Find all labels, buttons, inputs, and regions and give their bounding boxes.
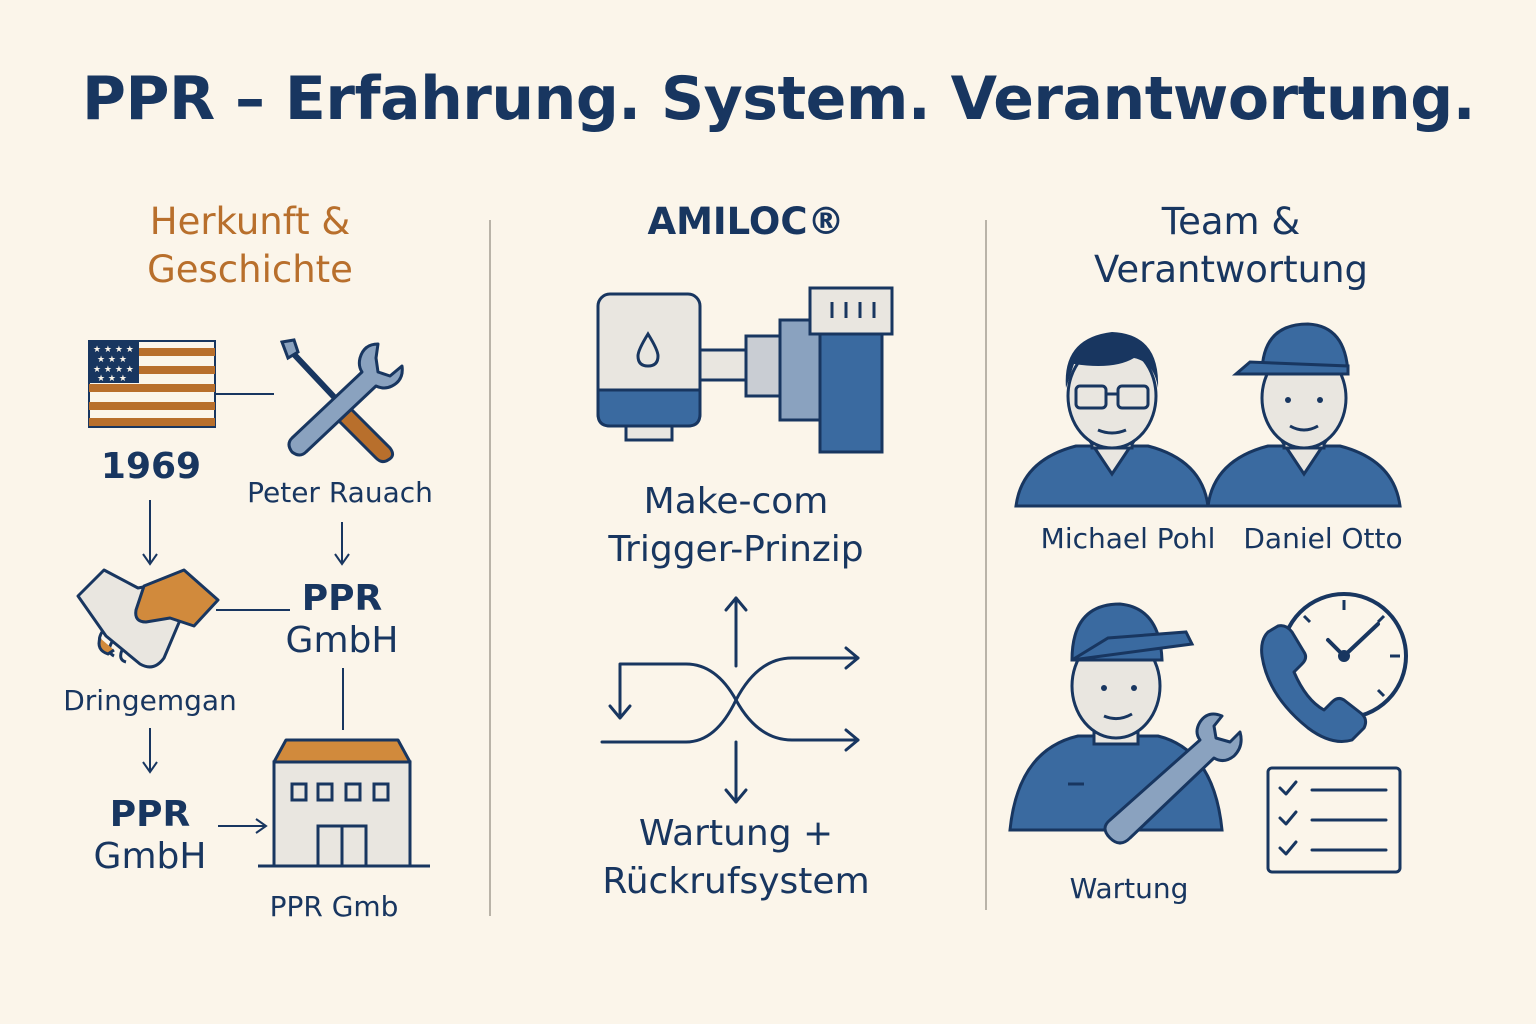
trigger-flow-icon (600, 596, 860, 804)
system-line2: Rückrufsystem (602, 861, 870, 902)
founder-label: Peter Rauach (247, 476, 433, 509)
building-icon (258, 738, 430, 868)
page-title: PPR – Erfahrung. System. Verantwortung. (82, 64, 1476, 134)
handshake-connector-line (216, 609, 290, 611)
svg-text:★ ★ ★: ★ ★ ★ (97, 355, 127, 365)
right-heading-line1: Team & (1161, 200, 1301, 243)
svg-text:★ ★ ★: ★ ★ ★ (97, 374, 127, 384)
ppr-right-line2: GmbH (285, 620, 399, 661)
principle-line2: Trigger-Prinzip (608, 529, 864, 570)
right-heading-line2: Verantwortung (1093, 248, 1369, 291)
arrow-down-1969 (142, 500, 158, 566)
column-divider-left (489, 220, 491, 916)
person-cap-avatar (1206, 322, 1402, 508)
person1-name: Michael Pohl (1040, 522, 1216, 555)
ppr-building-connector (342, 668, 344, 730)
arrow-down-handshake (142, 728, 158, 774)
year-label: 1969 (100, 446, 202, 487)
checklist-icon (1266, 766, 1402, 874)
svg-text:★ ★ ★ ★: ★ ★ ★ ★ (93, 345, 134, 355)
ppr-gmbh-left: PPR GmbH (90, 794, 210, 878)
handshake-icon (76, 568, 220, 669)
system-line1: Wartung + (638, 813, 834, 854)
us-flag-icon: ★ ★ ★ ★ ★ ★ ★ ★ ★ ★ ★ ★ ★ ★ (88, 340, 216, 428)
arrow-right-building (218, 818, 268, 834)
flag-connector-line (216, 393, 274, 395)
maintenance-system-label: Wartung + Rückrufsystem (586, 810, 886, 906)
building-label: PPR Gmb (269, 890, 399, 923)
trigger-principle-label: Make-com Trigger-Prinzip (586, 478, 886, 574)
maintenance-label: Wartung (1069, 872, 1189, 905)
person2-name: Daniel Otto (1243, 522, 1403, 555)
right-column-heading: Team & Verantwortung (1076, 198, 1386, 294)
tools-icon (279, 338, 404, 464)
left-heading-line1: Herkunft & (149, 200, 351, 243)
amiloc-device-icon (596, 286, 894, 454)
left-heading-line2: Geschichte (147, 248, 353, 291)
left-column-heading: Herkunft & Geschichte (100, 198, 400, 294)
handshake-label: Dringemgan (63, 684, 237, 717)
ppr-left-line1: PPR (109, 794, 191, 835)
ppr-right-line1: PPR (301, 578, 383, 619)
principle-line1: Make-com (643, 481, 829, 522)
ppr-left-line2: GmbH (93, 836, 207, 877)
column-divider-right (985, 220, 987, 910)
middle-column-heading: AMILOC® (647, 200, 845, 243)
arrow-down-founder (334, 522, 350, 566)
svg-text:★ ★ ★ ★: ★ ★ ★ ★ (93, 365, 134, 375)
ppr-gmbh-right: PPR GmbH (282, 578, 402, 662)
person-glasses-avatar (1014, 332, 1210, 508)
technician-avatar (1008, 602, 1243, 845)
phone-clock-icon (1260, 592, 1408, 743)
